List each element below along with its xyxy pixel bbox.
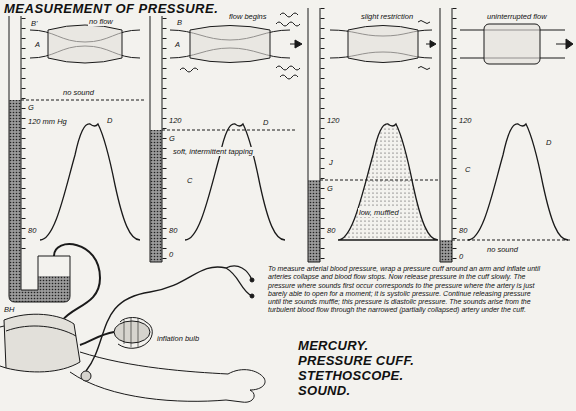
part-letter: B' — [30, 19, 38, 28]
scale-value: 80 — [458, 226, 468, 235]
part-letter: A — [174, 40, 181, 49]
pressure-wave — [468, 124, 568, 240]
part-letter: G — [168, 134, 176, 143]
state-label: uninterrupted flow — [486, 12, 548, 21]
flow-arrow — [556, 44, 566, 45]
upper-arm — [0, 326, 6, 368]
part-letter: G — [27, 103, 35, 112]
sound-wave — [276, 66, 300, 70]
sound-wave — [280, 75, 298, 79]
pressure-level — [162, 130, 296, 131]
pressure-cuff — [4, 314, 80, 372]
part-letter: G — [326, 184, 334, 193]
stethoscope-earpieces — [226, 266, 252, 296]
manometer-tube — [150, 8, 162, 262]
pressure-wave — [40, 124, 140, 240]
forearm — [70, 372, 226, 401]
manometer-tube — [440, 8, 452, 262]
scale-value: 80 — [168, 226, 178, 235]
sound-wave — [280, 13, 298, 17]
diagram-title: MEASUREMENT OF PRESSURE. — [4, 1, 218, 16]
flow-arrowhead — [566, 39, 573, 49]
sound-wave — [180, 68, 198, 72]
cuff-section — [348, 26, 418, 63]
topic-list: MERCURY. PRESSURE CUFF. STETHOSCOPE. SOU… — [298, 338, 426, 398]
manometer-tube — [308, 8, 320, 262]
mercury-fill — [308, 180, 320, 262]
scale-value: 120 — [168, 116, 183, 125]
scale-value: 80 — [27, 226, 37, 235]
scale-ticks — [453, 8, 457, 262]
inflation-bulb — [114, 321, 150, 343]
stethoscope-tube — [86, 267, 226, 371]
sound-label: no sound — [486, 245, 519, 254]
part-letter: A — [34, 40, 41, 49]
scale-ticks — [321, 8, 325, 262]
mercury-fill — [150, 130, 162, 262]
cuff-section — [484, 24, 540, 64]
part-letter: D — [545, 138, 552, 147]
pressure-wave — [338, 124, 438, 240]
bulb-tube — [80, 332, 114, 345]
sound-wave — [276, 22, 300, 26]
part-letter: D — [106, 116, 113, 125]
cuff-section — [190, 26, 270, 63]
scale-value: 120 — [458, 116, 473, 125]
hand — [226, 370, 265, 403]
state-label: no flow — [88, 17, 114, 26]
scale-value: 0 — [168, 250, 174, 259]
state-label: flow begins — [228, 12, 268, 21]
sound-label: soft, intermittent tapping — [172, 147, 254, 156]
sound-label: no sound — [62, 88, 95, 97]
pressure-level — [21, 100, 145, 101]
part-letter: C — [464, 165, 471, 174]
part-letter: B — [176, 18, 183, 27]
part-letter: C — [186, 176, 193, 185]
explanation-note: To measure arterial blood pressure, wrap… — [268, 265, 543, 315]
pressure-hose — [54, 244, 100, 321]
ear-tip — [250, 278, 254, 282]
state-label: slight restriction — [360, 12, 414, 21]
scale-ticks — [163, 8, 167, 262]
holding-hand — [118, 318, 152, 349]
flow-arrowhead — [295, 40, 302, 48]
flow-arrowhead — [430, 41, 436, 48]
part-letter: BH — [3, 305, 15, 314]
stethoscope-bell — [81, 371, 91, 381]
scale-ticks — [22, 8, 26, 250]
scale-value: 80 — [326, 226, 336, 235]
cuff-section — [48, 25, 122, 63]
ear-tip — [250, 294, 254, 298]
scale-value: 0 — [458, 252, 464, 261]
fingers — [124, 318, 138, 347]
scale-value: 120 — [326, 116, 341, 125]
sound-label: low, muffled — [358, 208, 400, 217]
sound-wave — [418, 67, 430, 70]
mercury-fill — [440, 240, 452, 262]
forearm — [80, 352, 228, 374]
part-letter: D — [262, 118, 269, 127]
cuff-seam — [6, 326, 76, 336]
scale-value: 120 mm Hg — [27, 117, 68, 126]
part-letter: J — [328, 158, 334, 167]
pressure-wave — [185, 124, 285, 240]
part-label: inflation bulb — [156, 334, 200, 343]
mercury-fill — [9, 100, 70, 302]
sound-wave — [418, 21, 430, 24]
